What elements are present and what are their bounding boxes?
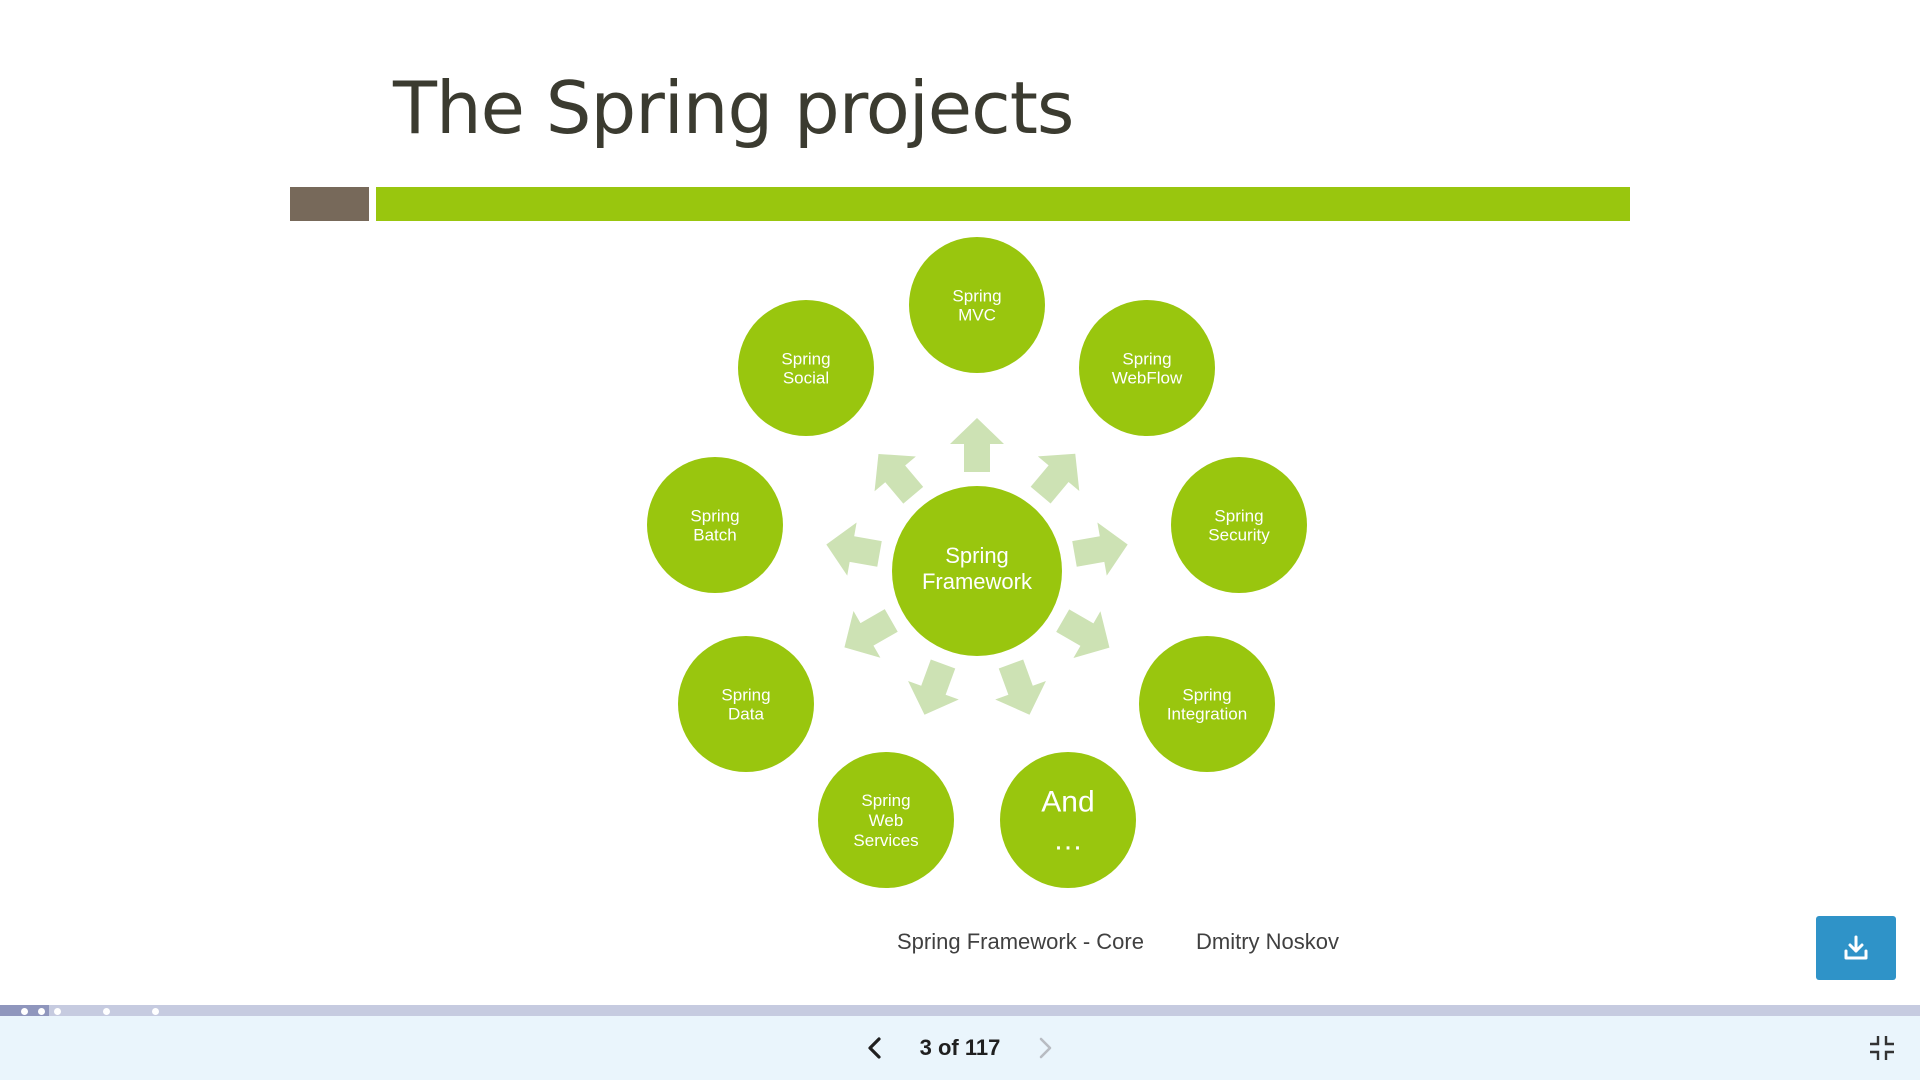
spring-web-services-label: Web [869,811,904,830]
direction-arrow [1072,522,1128,576]
spring-web-services-node [818,752,954,888]
viewer-toolbar: 3 of 117 [0,1016,1920,1080]
spring-webflow-node [1079,300,1215,436]
download-icon [1844,935,1868,960]
chevron-left-icon [868,1037,881,1059]
previous-page-button[interactable] [857,1030,893,1066]
center-node [892,486,1062,656]
direction-arrow [908,659,959,715]
chevron-right-icon [1039,1037,1052,1059]
title-accent-block [290,187,369,221]
direction-arrow [874,453,924,504]
spring-data-node [678,636,814,772]
spring-projects-diagram: SpringFrameworkSpringMVCSpringWebFlowSpr… [647,237,1307,888]
direction-arrow [1056,609,1110,658]
spring-batch-label: Spring [690,507,739,526]
spring-data-label: Spring [721,686,770,705]
progress-marker [152,1008,159,1015]
exit-fullscreen-button[interactable] [1864,1030,1900,1066]
download-button[interactable] [1816,916,1896,980]
spring-webflow-label: WebFlow [1112,368,1183,387]
spring-integration-label: Integration [1167,705,1247,724]
page-counter: 3 of 117 [919,1035,1001,1060]
progress-marker [103,1008,110,1015]
footer-author: Dmitry Noskov [1196,929,1340,954]
spring-web-services-label: Services [853,831,918,850]
spring-security-label: Security [1208,526,1270,545]
footer-course: Spring Framework - Core [897,929,1144,954]
title-accent-bar [376,187,1630,221]
exit-fullscreen-icon [1870,1036,1894,1060]
spring-social-label: Social [783,368,829,387]
spring-integration-node [1139,636,1275,772]
spring-social-label: Spring [781,349,830,368]
next-page-button[interactable] [1027,1030,1063,1066]
spring-webflow-label: Spring [1122,349,1171,368]
and-more-node [1000,752,1136,888]
spring-mvc-label: MVC [958,305,996,324]
spring-batch-node [647,457,783,593]
center-node-label: Spring [945,543,1009,568]
direction-arrow [995,659,1046,715]
direction-arrow [826,522,882,576]
direction-arrow [844,609,898,658]
spring-mvc-node [909,237,1045,373]
direction-arrow [950,418,1004,472]
progress-marker [38,1008,45,1015]
center-node-label: Framework [922,569,1033,594]
spring-security-node [1171,457,1307,593]
slide-progress-bar[interactable] [0,1005,1920,1016]
progress-marker [54,1008,61,1015]
and-more-label: And [1041,786,1094,819]
spring-security-label: Spring [1214,507,1263,526]
direction-arrow [1030,453,1080,504]
spring-web-services-label: Spring [861,791,910,810]
spring-mvc-label: Spring [952,286,1001,305]
spring-social-node [738,300,874,436]
slide-title: The Spring projects [393,66,1074,150]
spring-batch-label: Batch [693,526,736,545]
spring-integration-label: Spring [1182,686,1231,705]
and-more-label: … [1053,824,1083,857]
progress-marker [21,1008,28,1015]
spring-data-label: Data [728,705,764,724]
